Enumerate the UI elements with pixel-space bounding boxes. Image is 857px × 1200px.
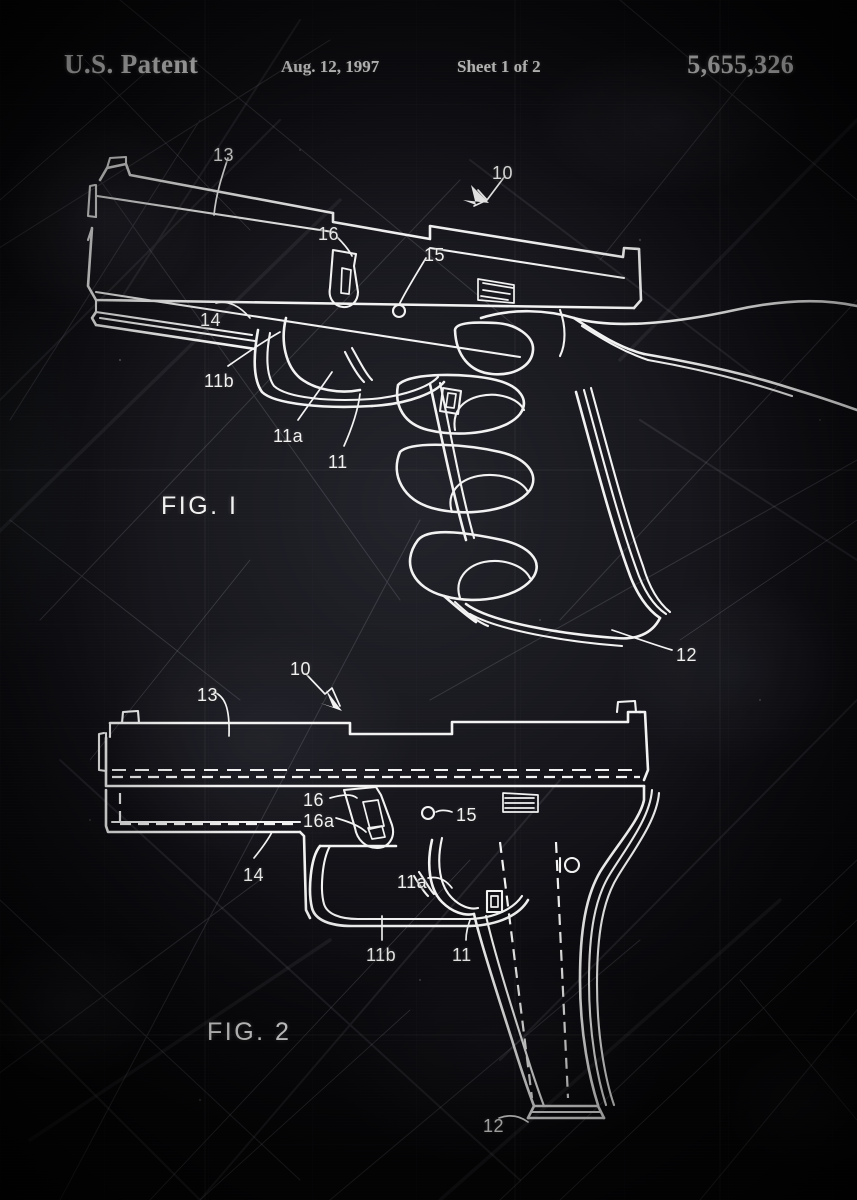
- fig1-grip: [428, 381, 672, 648]
- ref-numeral-16a-fig2: 16a: [303, 811, 335, 831]
- ref-numeral-11a-fig2: 11a: [397, 872, 428, 892]
- ref-numeral-14-fig2: 14: [243, 865, 265, 885]
- fig1-element-16: [328, 248, 360, 309]
- fig2-slide: [97, 699, 650, 813]
- fig2-grip: [472, 841, 606, 1120]
- ref-numeral-16-fig1: 16: [318, 224, 340, 244]
- ref-numeral-14-fig1: 14: [200, 310, 222, 330]
- fig1-frame: [90, 298, 257, 351]
- figure-2-caption: FIG. 2: [207, 1018, 292, 1046]
- ref-numeral-10-fig1: 10: [492, 163, 514, 183]
- ref-numeral-13-fig1: 13: [213, 145, 235, 165]
- fig1-hand: [395, 299, 857, 628]
- ref-numeral-15-fig1: 15: [424, 245, 446, 265]
- ref-numeral-16-fig2: 16: [303, 790, 325, 810]
- ref-numeral-12-fig2: 12: [483, 1116, 505, 1136]
- fig2-leader-lines: [213, 673, 529, 1123]
- fig1-trigger: [282, 316, 374, 393]
- fig1-slide: [86, 155, 643, 359]
- ref-numeral-13-fig2: 13: [197, 685, 219, 705]
- figure-1-drawing: [86, 155, 857, 651]
- ref-numeral-11-fig1: 11: [328, 452, 348, 472]
- figure-1-caption: FIG. I: [161, 492, 239, 520]
- fig2-pin-15: [420, 805, 436, 821]
- ref-numeral-10-fig2: 10: [290, 659, 312, 679]
- ref-numeral-11a-fig1: 11a: [273, 426, 304, 446]
- figure-2-drawing: [97, 673, 661, 1123]
- ref-numeral-11b-fig2: 11b: [366, 945, 397, 965]
- ref-numeral-11-fig2: 11: [452, 945, 472, 965]
- ref-numeral-15-fig2: 15: [456, 805, 478, 825]
- fig1-leader-lines: [213, 157, 673, 651]
- ref-numeral-11b-fig1: 11b: [204, 371, 235, 391]
- ref-numeral-12-fig1: 12: [676, 645, 698, 665]
- fig1-pin-15: [391, 303, 407, 319]
